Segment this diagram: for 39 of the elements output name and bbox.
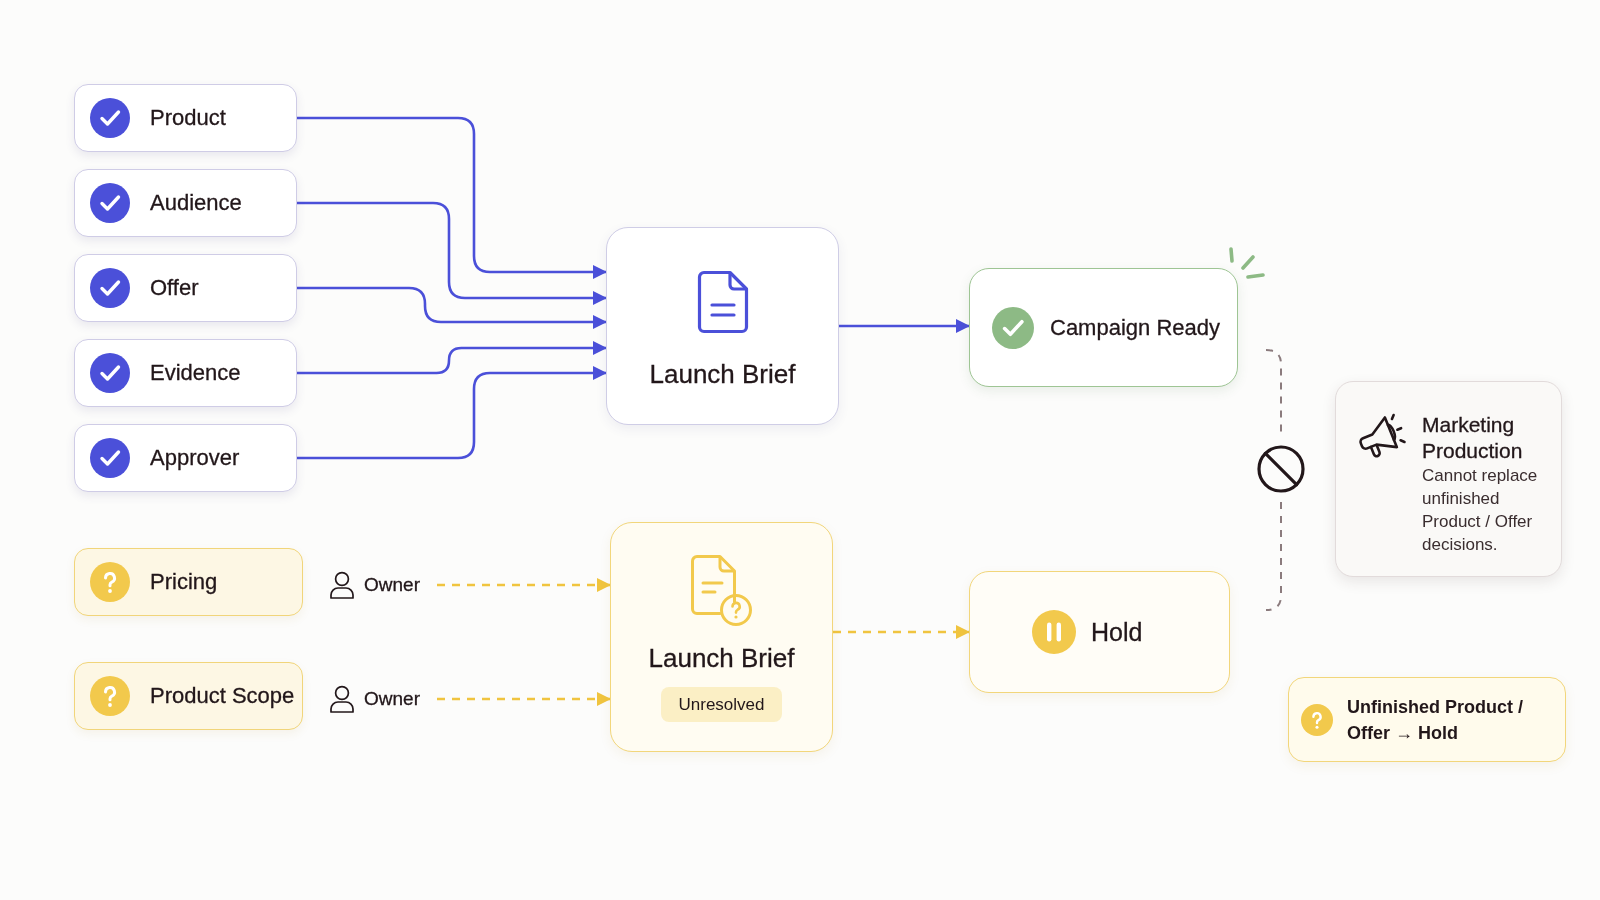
status-box — [969, 571, 1230, 693]
status-box — [969, 268, 1238, 387]
status-badge: Unresolved — [661, 687, 782, 722]
callout-card — [1288, 677, 1566, 762]
arrow — [297, 116, 607, 279]
label-text: Product — [150, 104, 226, 132]
label-text: Hold — [1091, 616, 1143, 648]
checked-item-card — [74, 169, 297, 237]
checked-item-card — [74, 84, 297, 152]
checked-item-card — [74, 339, 297, 407]
arrow — [297, 366, 607, 460]
label-text: Offer — [150, 274, 199, 302]
checked-item-card — [74, 254, 297, 322]
label-text: Pricing — [150, 568, 218, 596]
process-box — [606, 227, 839, 425]
description-text: Cannot replace unfinished Product / Offer decisions. — [1422, 465, 1539, 557]
open-item-card — [74, 662, 303, 730]
label-text: Product Scope — [150, 682, 295, 710]
label-text: Unfinished Product / Offer → Hold — [1347, 695, 1524, 745]
dashed-arrow — [833, 625, 970, 639]
arrow — [297, 341, 607, 375]
label-text: Launch Brief — [648, 642, 795, 675]
label-text: Approver — [150, 444, 240, 472]
arrow — [839, 319, 970, 333]
arrow — [297, 201, 607, 305]
arrow — [297, 286, 607, 329]
label-text: Audience — [150, 189, 242, 217]
label-text: Marketing Production — [1422, 412, 1524, 465]
label-text: Owner — [364, 687, 420, 711]
label-text: Launch Brief — [649, 358, 796, 391]
label-text: Campaign Ready — [1050, 313, 1220, 342]
dashed-arrow — [437, 578, 611, 592]
process-box — [610, 522, 833, 752]
note-card — [1335, 381, 1562, 577]
label-text: Owner — [364, 573, 420, 597]
label-text: Evidence — [150, 359, 241, 387]
checked-item-card — [74, 424, 297, 492]
open-item-card — [74, 548, 303, 616]
dashed-arrow — [437, 692, 611, 706]
